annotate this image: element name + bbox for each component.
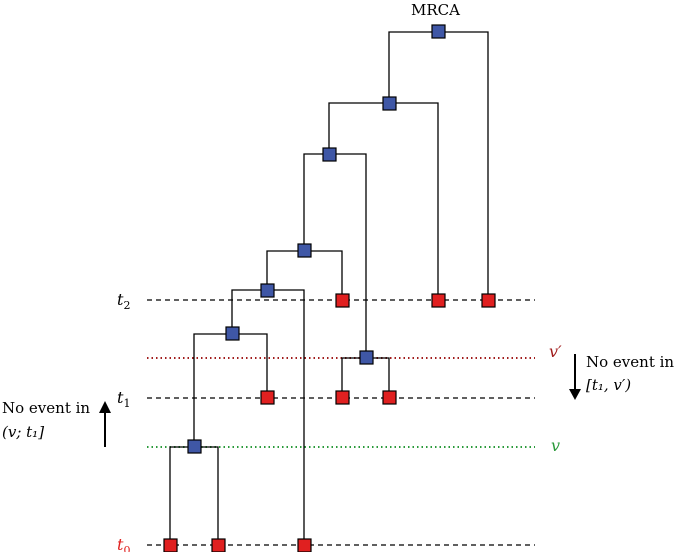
leaf-node-t1: [335, 390, 350, 405]
right-annotation: No event in [t₁, v′): [569, 353, 674, 400]
right-annotation-line1: No event in: [586, 353, 674, 371]
leaf-node-t1: [260, 390, 275, 405]
leaf-node-t2: [335, 293, 350, 308]
internal-node: [260, 283, 275, 298]
v-label: v: [551, 436, 560, 455]
leaf-nodes: [163, 293, 496, 552]
internal-node: [322, 147, 337, 162]
up-arrow-head-icon: [99, 401, 111, 413]
leaf-node-t0: [163, 538, 178, 552]
t2-label: t2: [117, 290, 130, 312]
v-prime-label: v′: [549, 342, 562, 361]
internal-nodes: [187, 24, 446, 454]
t1-label: t1: [117, 388, 130, 410]
internal-node: [225, 326, 240, 341]
tree-edges: [169, 31, 489, 545]
t0-label: t0: [117, 535, 130, 552]
left-annotation: No event in (v; t₁]: [2, 399, 111, 447]
mrca-label: MRCA: [411, 1, 460, 19]
leaf-node-t0: [211, 538, 226, 552]
left-annotation-line1: No event in: [2, 399, 90, 417]
right-annotation-line2: [t₁, v′): [586, 376, 631, 394]
leaf-node-t2: [481, 293, 496, 308]
internal-node: [297, 243, 312, 258]
left-annotation-line2: (v; t₁]: [2, 423, 44, 441]
internal-node: [359, 350, 374, 365]
internal-node: [187, 439, 202, 454]
internal-node: [382, 96, 397, 111]
mrca-node: [431, 24, 446, 39]
leaf-node-t1: [382, 390, 397, 405]
leaf-node-t0: [297, 538, 312, 552]
leaf-node-t2: [431, 293, 446, 308]
down-arrow-head-icon: [569, 389, 581, 400]
